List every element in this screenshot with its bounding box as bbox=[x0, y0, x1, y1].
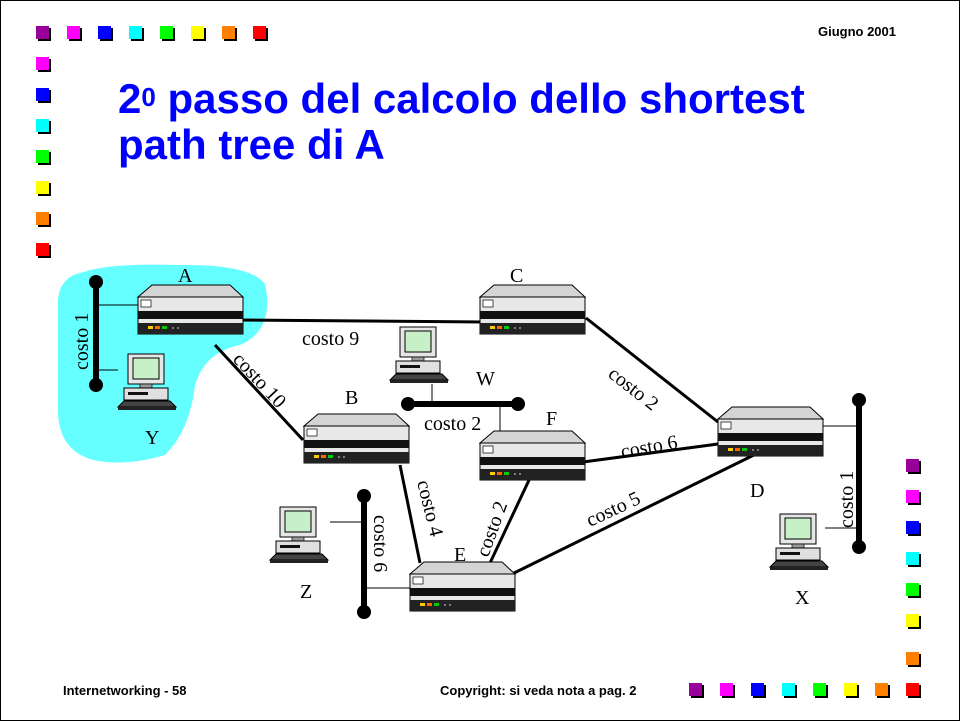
decor-square bbox=[129, 26, 142, 39]
node-label-c: C bbox=[510, 265, 523, 287]
decor-square bbox=[253, 26, 266, 39]
link-a-b bbox=[213, 343, 305, 442]
decor-square bbox=[906, 521, 919, 534]
decor-square bbox=[782, 683, 795, 696]
cost-label-a-b: costo 10 bbox=[228, 348, 290, 412]
node-label-a: A bbox=[178, 265, 193, 287]
link-e-d bbox=[509, 450, 761, 577]
node-label-x: X bbox=[795, 587, 810, 609]
decor-square bbox=[813, 683, 826, 696]
node-label-w: W bbox=[476, 368, 495, 390]
decor-square bbox=[67, 26, 80, 39]
host-w bbox=[389, 326, 449, 384]
decor-square bbox=[36, 243, 49, 256]
title-step-number: 2 bbox=[118, 75, 142, 122]
decor-square bbox=[906, 652, 919, 665]
cost-label-a-c: costo 9 bbox=[302, 328, 359, 350]
router-e bbox=[409, 561, 516, 612]
decor-square bbox=[98, 26, 111, 39]
router-d bbox=[717, 406, 824, 457]
node-label-b: B bbox=[345, 387, 358, 409]
decor-square bbox=[751, 683, 764, 696]
node-label-y: Y bbox=[145, 427, 159, 449]
decor-square bbox=[191, 26, 204, 39]
node-label-z: Z bbox=[300, 581, 312, 603]
router-f bbox=[479, 430, 586, 481]
decor-square bbox=[906, 552, 919, 565]
decor-square bbox=[222, 26, 235, 39]
decor-square bbox=[36, 181, 49, 194]
decor-square bbox=[906, 459, 919, 472]
decor-square bbox=[720, 683, 733, 696]
decor-square bbox=[36, 26, 49, 39]
cost-label-f-d: costo 6 bbox=[619, 431, 679, 463]
decor-square bbox=[844, 683, 857, 696]
cost-label-w-f: costo 2 bbox=[424, 413, 481, 435]
cost-label-a-y: costo 1 bbox=[71, 313, 93, 370]
node-label-d: D bbox=[750, 480, 764, 502]
decor-square bbox=[906, 683, 919, 696]
decor-square bbox=[36, 57, 49, 70]
router-b bbox=[303, 413, 410, 464]
cost-label-b-e: costo 4 bbox=[412, 478, 447, 539]
title-superscript: 0 bbox=[141, 82, 156, 112]
decor-square bbox=[906, 490, 919, 503]
decor-square bbox=[36, 212, 49, 225]
cost-label-e-z: costo 6 bbox=[369, 515, 391, 572]
link-a-c bbox=[239, 318, 486, 324]
cost-label-d-x: costo 1 bbox=[836, 471, 858, 528]
node-label-f: F bbox=[546, 408, 557, 430]
link-e-f bbox=[488, 477, 532, 564]
slide-date: Giugno 2001 bbox=[817, 24, 896, 39]
decor-square bbox=[36, 150, 49, 163]
decor-square bbox=[906, 583, 919, 596]
router-c bbox=[479, 284, 586, 335]
link-b-e bbox=[398, 464, 422, 564]
host-z bbox=[269, 506, 329, 564]
decor-square bbox=[689, 683, 702, 696]
decor-square bbox=[906, 614, 919, 627]
node-label-e: E bbox=[454, 544, 466, 566]
footer-copyright: Copyright: si veda nota a pag. 2 bbox=[440, 683, 637, 698]
footer-course-page: Internetworking - 58 bbox=[63, 683, 187, 698]
router-a bbox=[137, 284, 244, 335]
link-f-d bbox=[582, 442, 719, 464]
host-x bbox=[769, 513, 829, 571]
title-text: passo del calcolo dello shortest path tr… bbox=[118, 75, 805, 168]
lan-taps bbox=[96, 304, 859, 589]
link-c-d bbox=[585, 316, 719, 424]
decor-square bbox=[875, 683, 888, 696]
decor-square bbox=[160, 26, 173, 39]
decor-square bbox=[36, 119, 49, 132]
decor-square bbox=[36, 88, 49, 101]
network-links bbox=[213, 316, 761, 577]
slide-title: 20 passo del calcolo dello shortest path… bbox=[118, 76, 878, 168]
